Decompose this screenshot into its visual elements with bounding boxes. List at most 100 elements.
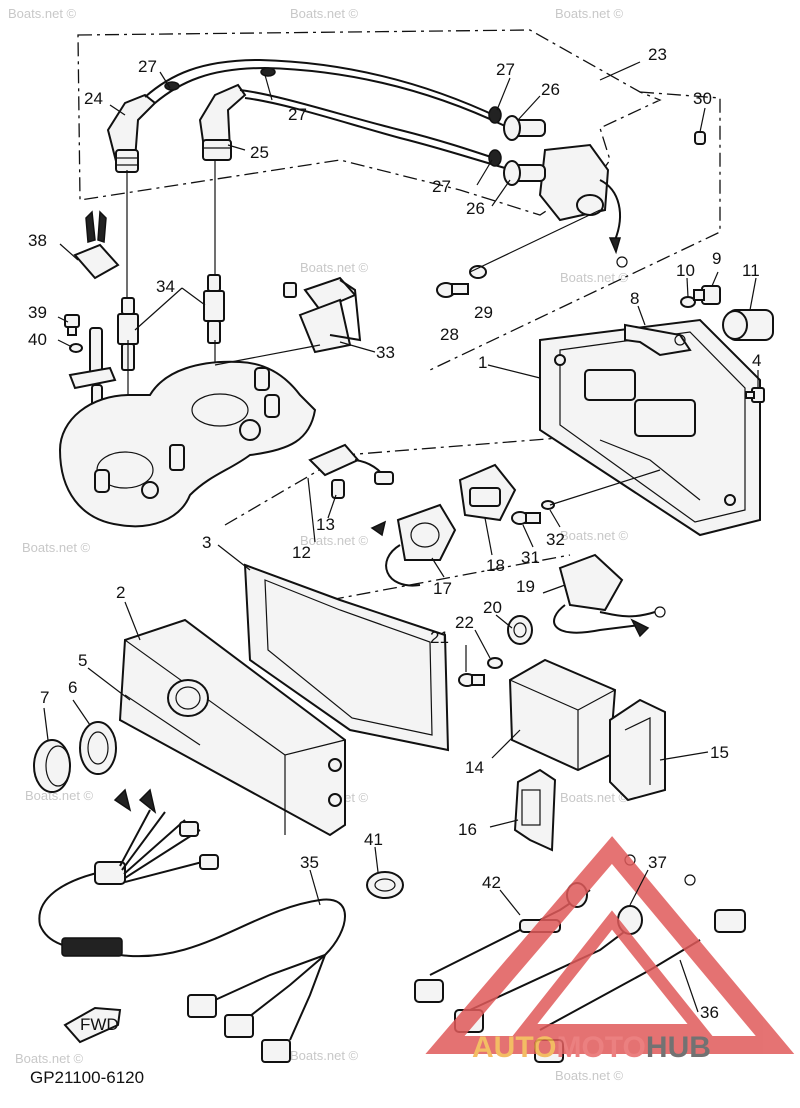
- watermark: Boats.net ©: [300, 533, 369, 548]
- callout-11: 11: [742, 261, 760, 280]
- spark-plug-34a: [117, 297, 139, 371]
- callout-6: 6: [68, 678, 77, 697]
- callout-15: 15: [710, 743, 729, 762]
- bolt-30: [694, 131, 706, 145]
- relay-12-13: [308, 443, 394, 499]
- bracket-16: [513, 768, 557, 852]
- brand-hub: HUB: [646, 1031, 711, 1064]
- watermark: Boats.net ©: [290, 1048, 359, 1063]
- callout-22: 22: [455, 613, 474, 632]
- watermark: Boats.net ©: [290, 6, 359, 21]
- watermark: Boats.net ©: [300, 260, 369, 275]
- callout-2: 2: [116, 583, 125, 602]
- diagram-code: GP21100-6120: [30, 1068, 144, 1087]
- callout-27-d: 27: [432, 177, 451, 196]
- high-tension-leads: [144, 58, 506, 169]
- callout-20: 20: [483, 598, 502, 617]
- coil-bracket-leader: [429, 91, 721, 371]
- seal-6: [79, 721, 117, 775]
- callout-36: 36: [700, 1003, 719, 1022]
- leader-31-32: [549, 469, 661, 506]
- switch-18: [458, 463, 517, 522]
- gasket-3: [243, 563, 450, 752]
- watermark: Boats.net ©: [25, 788, 94, 803]
- callout-7: 7: [40, 688, 49, 707]
- callout-8: 8: [630, 289, 639, 308]
- cylinder-head: [58, 360, 317, 528]
- callout-12: 12: [292, 543, 311, 562]
- callout-26-b: 26: [466, 199, 485, 218]
- callout-27-a: 27: [138, 57, 157, 76]
- cdi-unit-14: [508, 658, 617, 772]
- brand-moto: MOTO: [556, 1031, 645, 1064]
- bracket-8: [624, 323, 692, 357]
- callout-25: 25: [250, 143, 269, 162]
- callout-27-b: 27: [288, 105, 307, 124]
- callout-30: 30: [693, 89, 712, 108]
- bolt-9: [693, 285, 721, 305]
- callout-16: 16: [458, 820, 477, 839]
- watermark: Boats.net ©: [560, 790, 629, 805]
- clamp-20: [507, 615, 533, 645]
- callout-31: 31: [521, 548, 540, 567]
- callout-4: 4: [752, 351, 761, 370]
- callout-18: 18: [486, 556, 505, 575]
- washer-22: [487, 657, 503, 669]
- callout-38: 38: [28, 231, 47, 250]
- callout-41: 41: [364, 830, 383, 849]
- svg-text:AUTOMOTOHUB: AUTOMOTOHUB: [472, 1031, 711, 1064]
- sensor-19: [553, 553, 666, 638]
- callout-10: 10: [676, 261, 695, 280]
- callout-32: 32: [546, 530, 565, 549]
- callout-23: 23: [648, 45, 667, 64]
- fwd-label: FWD: [80, 1015, 119, 1034]
- callout-35: 35: [300, 853, 319, 872]
- callout-24: 24: [84, 89, 103, 108]
- callout-28: 28: [440, 325, 459, 344]
- fwd-arrow: FWD: [63, 1006, 122, 1044]
- grommet-11: [722, 309, 774, 341]
- brand-auto: AUTO: [472, 1031, 556, 1064]
- washer-32: [541, 500, 555, 510]
- watermark: Boats.net ©: [22, 540, 91, 555]
- bolt-21: [458, 673, 485, 687]
- callout-3: 3: [202, 533, 211, 552]
- callout-34: 34: [156, 277, 175, 296]
- watermark: Boats.net ©: [8, 6, 77, 21]
- callout-14: 14: [465, 758, 484, 777]
- callout-21: 21: [430, 628, 449, 647]
- callout-40: 40: [28, 330, 47, 349]
- callout-27-c: 27: [496, 60, 515, 79]
- callout-42: 42: [482, 873, 501, 892]
- callout-5: 5: [78, 651, 87, 670]
- watermarks: Boats.net © Boats.net © Boats.net © Boat…: [8, 6, 629, 1083]
- callout-13: 13: [316, 515, 335, 534]
- cap-7: [33, 739, 71, 793]
- watermark: Boats.net ©: [555, 6, 624, 21]
- bolt-31: [511, 511, 541, 525]
- callout-1: 1: [478, 353, 487, 372]
- bolt-39: [64, 314, 80, 336]
- rectifier-17: [370, 503, 457, 587]
- spark-plug-34b: [203, 274, 225, 344]
- screw-28: [436, 282, 469, 298]
- watermark: Boats.net ©: [555, 1068, 624, 1083]
- callout-leaders: [43, 61, 759, 1013]
- brand-logo: AUTOMOTOHUB: [425, 836, 795, 1064]
- washer-10: [680, 296, 696, 308]
- spark-plug-cap-24: [106, 93, 157, 173]
- callout-17: 17: [433, 579, 452, 598]
- wire-harness-35: [38, 788, 346, 1063]
- electrical-box-1: [539, 318, 761, 537]
- clip-41: [366, 871, 404, 899]
- callout-29: 29: [474, 303, 493, 322]
- sensor-leader: [329, 554, 571, 601]
- callout-9: 9: [712, 249, 721, 268]
- leader-28-29: [469, 209, 601, 273]
- callout-33: 33: [376, 343, 395, 362]
- spark-plug-connector-38: [73, 210, 120, 280]
- seal-boot-26: [503, 115, 521, 186]
- callout-labels: 27 24 27 25 27 26 23 30 27 26 38 34 39 4…: [28, 45, 761, 1022]
- washer-40: [69, 343, 83, 353]
